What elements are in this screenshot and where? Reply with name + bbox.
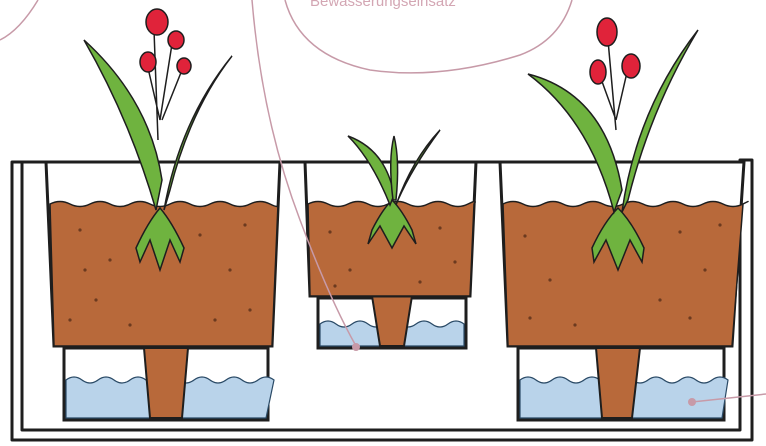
middle-pot — [305, 130, 476, 348]
left-pot — [46, 9, 280, 420]
wick-cone-middle — [372, 296, 412, 346]
right-pot — [500, 18, 748, 420]
wick-cone-right — [596, 348, 640, 418]
wick-cone-left — [144, 348, 188, 418]
callout-dot-right — [688, 398, 696, 406]
callout-dot-middle — [352, 343, 360, 351]
callout-circles — [0, 0, 572, 73]
callout-label-top: Bewässerungseinsatz — [310, 0, 456, 10]
